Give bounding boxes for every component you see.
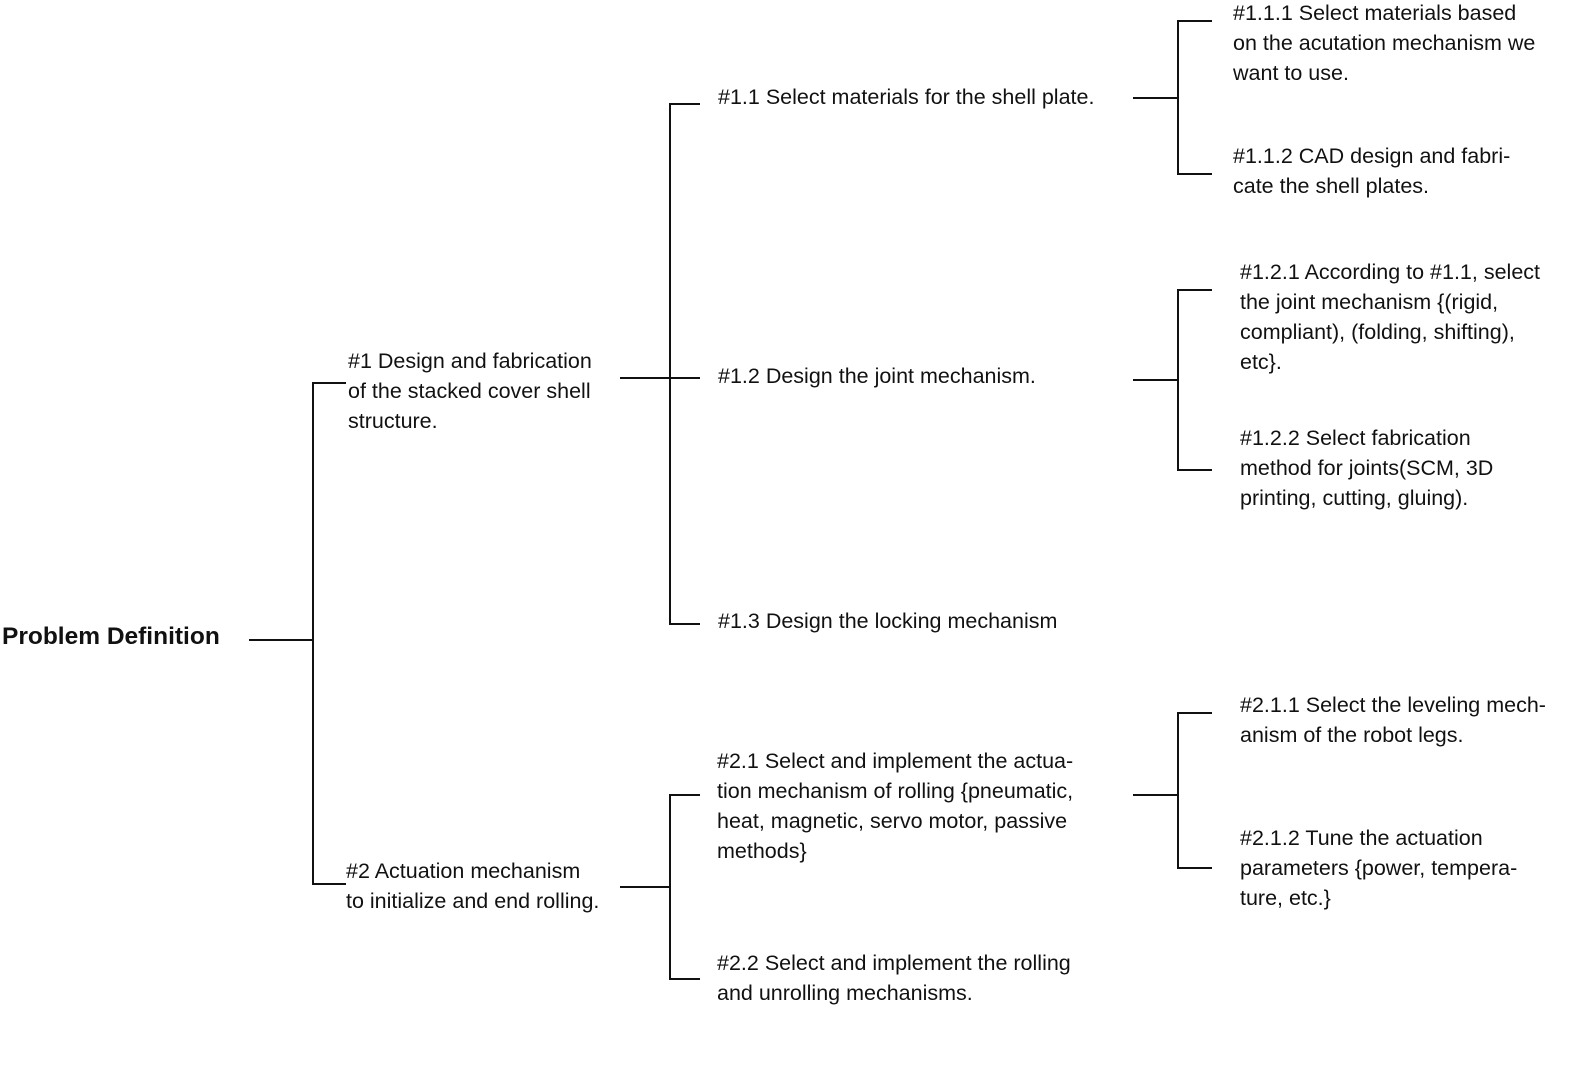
node-2-2-rolling-unrolling: #2.2 Select and implement the rolling an… <box>717 951 1071 1005</box>
node-1-2-1-joint-selection: #1.2.1 According to #1.1, select the joi… <box>1240 260 1541 374</box>
node-2-1-2-tune-parameters: #2.1.2 Tune the actuation parameters {po… <box>1240 826 1518 910</box>
node-1-2-2-fabrication-method: #1.2.2 Select fabrication method for joi… <box>1240 426 1494 510</box>
node-1-1-select-materials: #1.1 Select materials for the shell plat… <box>718 85 1095 109</box>
node-2-1-1-leveling-mechanism: #2.1.1 Select the leveling mech- anism o… <box>1240 693 1546 747</box>
node-1-3-locking-mechanism: #1.3 Design the locking mechanism <box>718 609 1058 633</box>
connector-root-bracket <box>312 382 346 885</box>
connector-n2-1-bracket <box>1177 712 1212 869</box>
node-1-1-1-materials-actuation: #1.1.1 Select materials based on the acu… <box>1233 1 1536 85</box>
root-node-problem-definition: Problem Definition <box>2 623 220 650</box>
connector-n1-2-bracket <box>1177 289 1212 471</box>
node-1-2-joint-mechanism: #1.2 Design the joint mechanism. <box>718 364 1036 388</box>
node-2-actuation-mechanism: #2 Actuation mechanism to initialize and… <box>346 859 600 913</box>
node-1-design-fabrication: #1 Design and fabrication of the stacked… <box>348 349 592 433</box>
node-1-1-2-cad-design: #1.1.2 CAD design and fabri- cate the sh… <box>1233 144 1511 198</box>
connector-n1-bracket <box>669 103 700 625</box>
connector-n1-1-bracket <box>1177 20 1212 175</box>
node-2-1-actuation-rolling: #2.1 Select and implement the actua- tio… <box>717 749 1074 863</box>
connector-n2-bracket <box>669 794 700 980</box>
